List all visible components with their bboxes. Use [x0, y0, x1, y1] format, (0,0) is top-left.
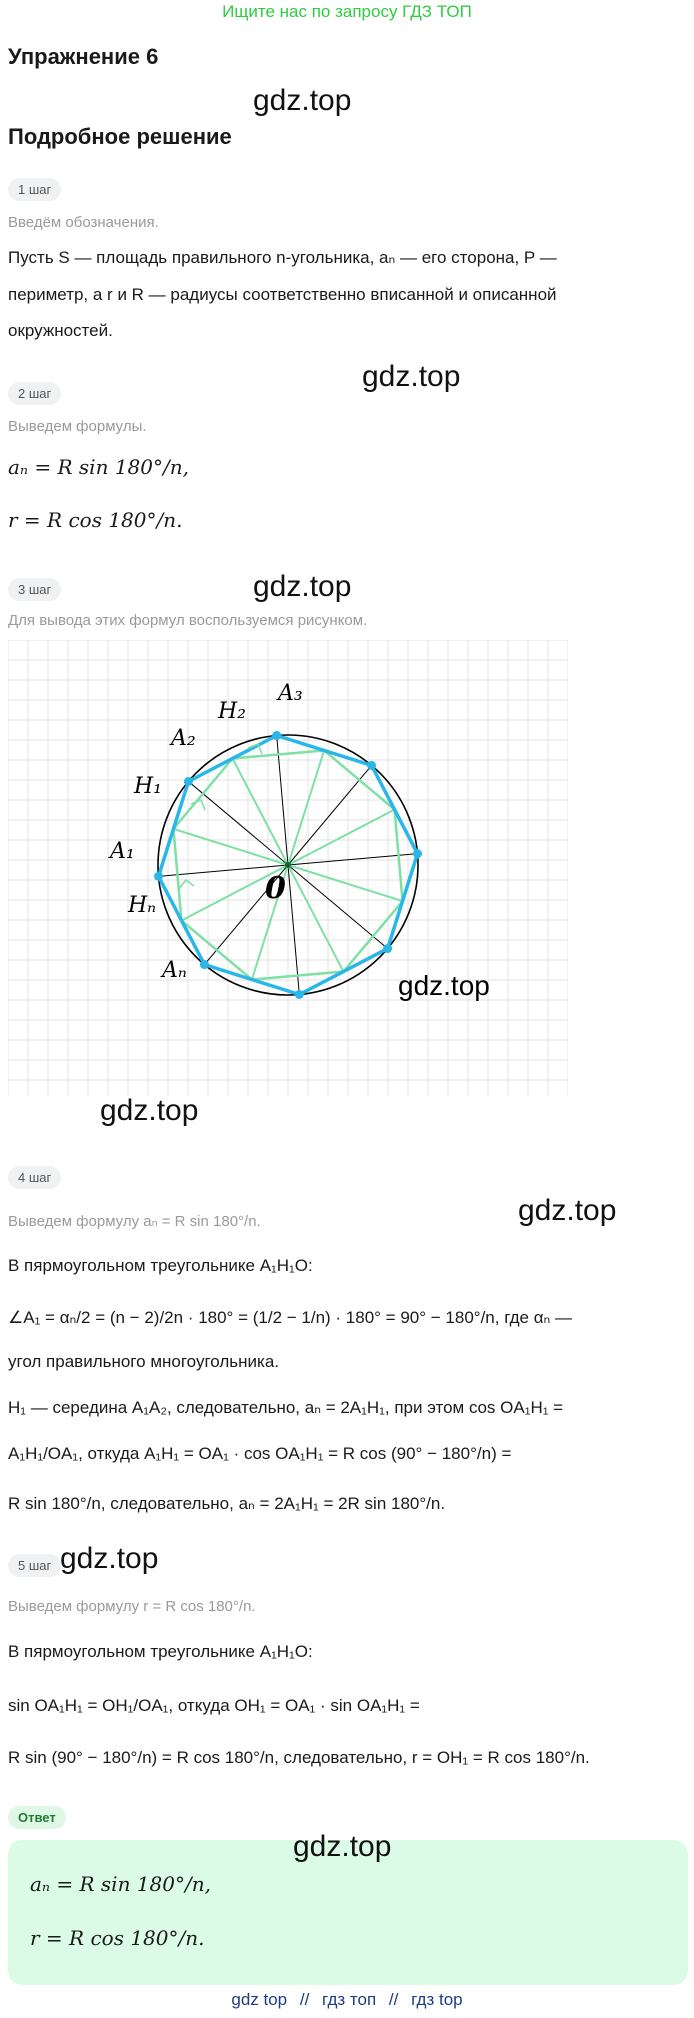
step-5-text-line1: В пярмоугольном треугольнике A₁H₁O:: [8, 1642, 313, 1661]
step-4-text-line4: H₁ — середина A₁A₂, следовательно, aₙ = …: [8, 1398, 564, 1417]
vertex-point: [183, 776, 193, 786]
apothem-line: [287, 750, 326, 866]
apothems: [173, 750, 403, 980]
watermark: gdz.top: [518, 1194, 617, 1227]
step-5-text-line3: R sin (90° − 180°/n) = R cos 180°/n, сле…: [8, 1748, 590, 1767]
vertex-point: [199, 960, 209, 970]
radius-line: [287, 864, 388, 949]
step-4-text-line3: угол правильного многоугольника.: [8, 1352, 279, 1371]
step-4-hint: Выведем формулу aₙ = R sin 180°/n.: [8, 1213, 261, 1230]
radius-line: [287, 765, 372, 866]
watermark: gdz.top: [293, 1830, 392, 1863]
step-3-badge: 3 шаг: [8, 578, 62, 601]
section-subtitle: Подробное решение: [8, 124, 232, 149]
step-4-text-line1: В пярмоугольном треугольнике A₁H₁O:: [8, 1256, 313, 1275]
step-2-badge: 2 шаг: [8, 382, 62, 405]
radius-line: [204, 864, 289, 965]
footer-separator: //: [299, 1990, 310, 2009]
watermark: gdz.top: [253, 570, 352, 603]
vertex-point: [294, 990, 304, 1000]
step-4-text-line6: R sin 180°/n, следовательно, aₙ = 2A₁H₁ …: [8, 1494, 446, 1513]
vertex-point: [367, 760, 377, 770]
grid: [8, 640, 568, 1095]
footer-link-1[interactable]: gdz top: [231, 1990, 288, 2009]
apothem-line: [287, 864, 345, 972]
step-5-hint: Выведем формулу r = R cos 180°/n.: [8, 1598, 256, 1615]
footer-link-2[interactable]: гдз топ: [322, 1990, 377, 2009]
radius-line: [158, 864, 289, 877]
vertex-point: [383, 944, 393, 954]
label-an: Aₙ: [160, 958, 187, 983]
watermark: gdz.top: [100, 1094, 199, 1127]
vertex-point: [272, 730, 282, 740]
page-title: Упражнение 6: [8, 44, 159, 69]
vertex-point: [153, 871, 163, 881]
watermark: gdz.top: [60, 1542, 159, 1575]
step-1-badge: 1 шаг: [8, 178, 62, 201]
circumcircle: [157, 734, 419, 996]
radius-line: [287, 853, 418, 866]
radius-line: [276, 735, 289, 866]
vertex-points: [153, 730, 423, 1000]
step-1-hint: Введём обозначения.: [8, 214, 159, 231]
apothem-line: [173, 827, 289, 866]
label-hn: Hₙ: [127, 893, 156, 918]
answer-badge: Ответ: [8, 1806, 66, 1829]
radius-line: [287, 864, 300, 995]
top-banner-link[interactable]: Ищите нас по запросу ГДЗ ТОП: [222, 2, 472, 21]
step-2-formula-r: r = R cos 180°/n.: [8, 508, 183, 532]
step-2-formula-an: aₙ = R sin 180°/n,: [8, 455, 189, 479]
apothem-line: [287, 808, 395, 866]
apothem-line: [287, 864, 403, 903]
step-1-text-line2: периметр, а r и R — радиусы соответствен…: [8, 285, 557, 304]
answer-formula-an: aₙ = R sin 180°/n,: [30, 1872, 211, 1896]
label-center: 0: [265, 871, 286, 906]
answer-formula-r: r = R cos 180°/n.: [30, 1926, 205, 1950]
radius-line: [188, 781, 289, 866]
label-h1: H₁: [133, 774, 162, 799]
apothem-line: [181, 864, 289, 922]
radii: [158, 735, 418, 995]
right-angle-marks: [177, 742, 263, 891]
label-h2: H₂: [217, 699, 246, 724]
answer-box: [8, 1840, 688, 1985]
label-a1: A₁: [108, 839, 135, 864]
footer-links: gdz top // гдз топ // гдз top: [0, 1990, 694, 2010]
step-5-text-line2: sin OA₁H₁ = OH₁/OA₁, откуда OH₁ = OA₁ · …: [8, 1696, 420, 1715]
step-4-text-line2: ∠A₁ = αₙ/2 = (n − 2)/2n · 180° = (1/2 − …: [8, 1308, 573, 1327]
label-a2: A₂: [169, 726, 196, 751]
step-4-badge: 4 шаг: [8, 1166, 62, 1189]
step-1-text-line1: Пусть S — площадь правильного n-угольник…: [8, 248, 557, 267]
center-point: [285, 862, 291, 868]
step-3-hint: Для вывода этих формул воспользуемся рис…: [8, 612, 368, 629]
polygon-figure: A₃ H₂ A₂ H₁ A₁ Hₙ Aₙ 0 gdz.top: [8, 640, 568, 1095]
step-4-text-line5: A₁H₁/OA₁, откуда A₁H₁ = OA₁ · cos OA₁H₁ …: [8, 1444, 512, 1463]
apothem-line: [250, 864, 289, 980]
watermark: gdz.top: [362, 360, 461, 393]
step-5-badge: 5 шаг: [8, 1554, 62, 1577]
footer-separator: //: [388, 1990, 399, 2009]
footer-link-3[interactable]: гдз top: [411, 1990, 463, 2009]
watermark: gdz.top: [253, 84, 352, 117]
watermark: gdz.top: [398, 970, 490, 1001]
vertex-point: [413, 849, 423, 859]
apothem-line: [231, 758, 289, 866]
label-a3: A₃: [276, 681, 303, 706]
step-2-hint: Выведем формулы.: [8, 418, 147, 435]
step-1-text-line3: окружностей.: [8, 321, 113, 340]
